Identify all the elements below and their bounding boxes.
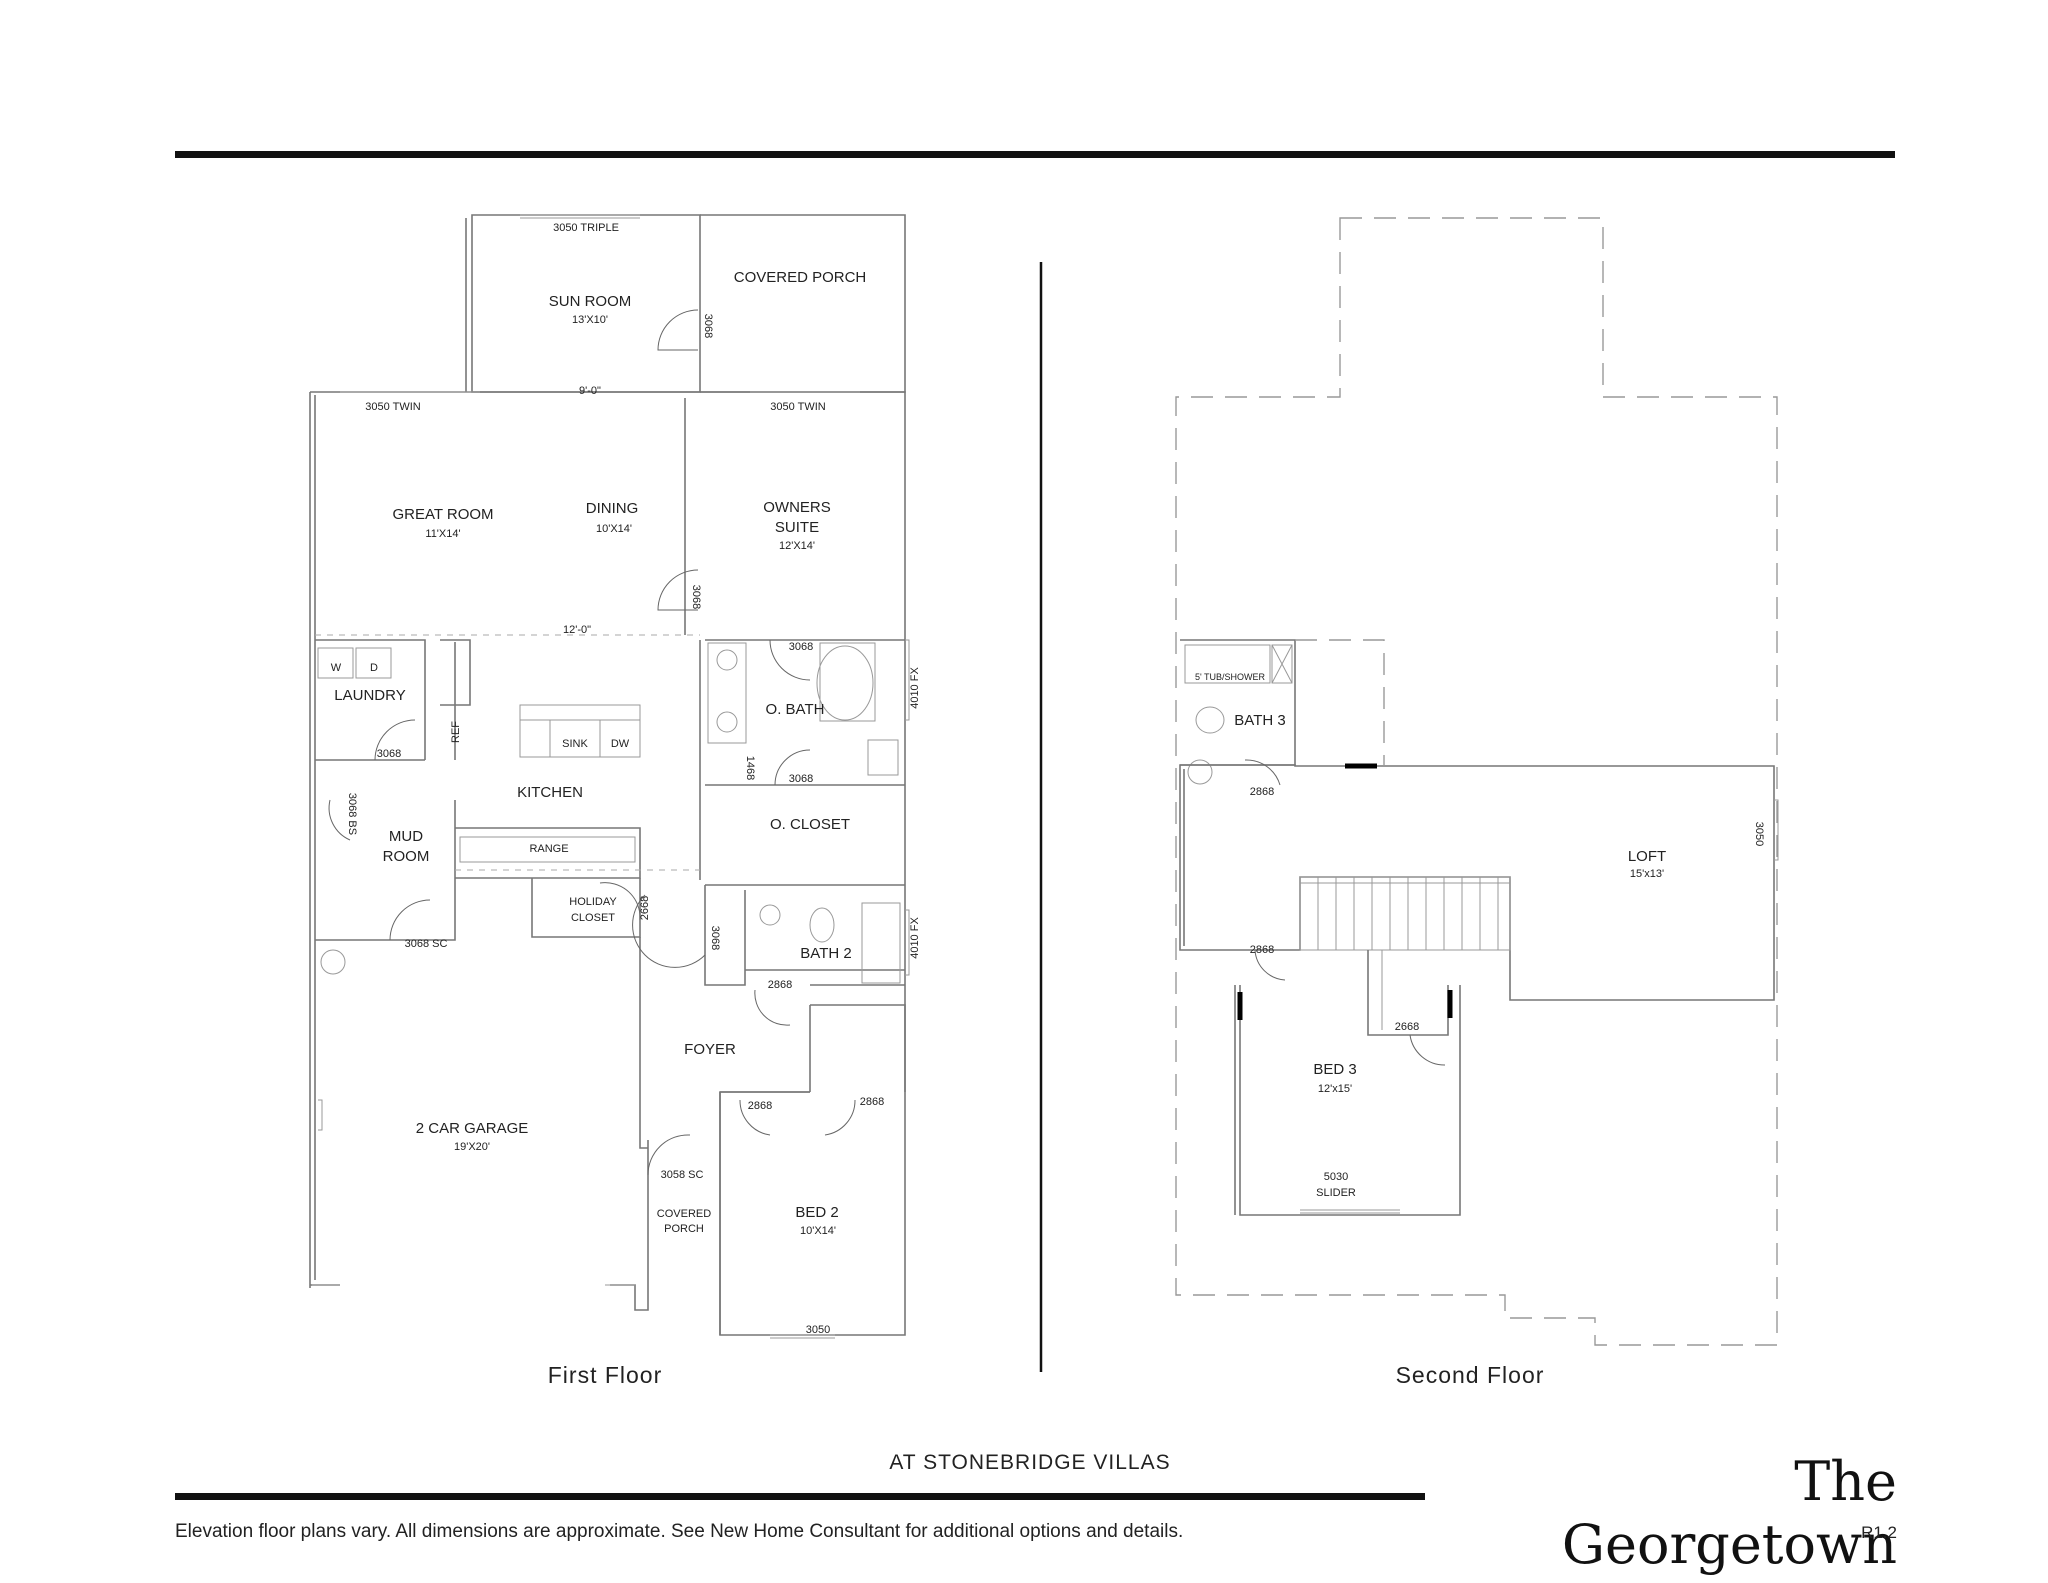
owners-closet-label: O. CLOSET <box>770 816 850 833</box>
bath-2-door-label: 2868 <box>768 979 792 991</box>
dining-label: DINING <box>586 500 639 517</box>
holiday-door-label: 2668 <box>639 896 651 920</box>
owners-door-label: 3068 <box>690 585 702 609</box>
slider-label-line2: SLIDER <box>1316 1187 1356 1199</box>
holiday-closet-label-line1: HOLIDAY <box>569 896 617 908</box>
bath-2-window-label: 4010 FX <box>909 917 921 959</box>
loft-window-label: 3050 <box>1753 822 1765 846</box>
owners-bath-window-label: 4010 FX <box>909 667 921 709</box>
bed-3-door-label: 2668 <box>1395 1021 1419 1033</box>
foyer-door-label: 3068 <box>709 926 721 950</box>
top-rule <box>175 151 1895 158</box>
bed-3-size: 12'x15' <box>1318 1083 1352 1095</box>
opening-9-label: 9'-0" <box>579 385 601 397</box>
owners-suite-label-line1: OWNERS <box>763 499 831 516</box>
opening-12-label: 12'-0" <box>563 624 591 636</box>
bottom-rule <box>175 1493 1425 1500</box>
bed-2-size: 10'X14' <box>800 1225 836 1237</box>
bed-2-door-right-label: 2868 <box>860 1096 884 1108</box>
owners-bath-door-label: 3068 <box>789 641 813 653</box>
sink-label: SINK <box>562 738 588 750</box>
range-label: RANGE <box>529 843 568 855</box>
twin-window-right-label: 3050 TWIN <box>770 401 825 413</box>
owners-suite-size: 12'X14' <box>779 540 815 552</box>
door-1468-label: 1468 <box>744 756 756 780</box>
owners-suite-label-line2: SUITE <box>775 519 819 536</box>
twin-window-left-label: 3050 TWIN <box>365 401 420 413</box>
first-floor-labels: 3050 TRIPLE SUN ROOM 13'X10' 3068 COVERE… <box>331 222 921 1336</box>
slider-label-line1: 5030 <box>1324 1171 1348 1183</box>
owners-bath-label: O. BATH <box>766 701 825 718</box>
front-door-label: 3058 SC <box>661 1169 704 1181</box>
sun-room-window-label: 3050 TRIPLE <box>553 222 619 234</box>
bed-3-label: BED 3 <box>1313 1061 1356 1078</box>
bed-2-door-left-label: 2868 <box>748 1100 772 1112</box>
bs-door-label: 3068 BS <box>346 793 358 835</box>
holiday-closet-label-line2: CLOSET <box>571 912 615 924</box>
second-floor-labels: 5' TUB/SHOWER BATH 3 2868 LOFT 15'x13' 3… <box>1195 672 1765 1199</box>
bath-3-door-label: 2868 <box>1250 786 1274 798</box>
second-floor-plan <box>1175 217 1779 1346</box>
community-name: AT STONEBRIDGE VILLAS <box>889 1451 1171 1474</box>
garage-size: 19'X20' <box>454 1141 490 1153</box>
garage-door-label: 3068 SC <box>405 938 448 950</box>
bath-2-label: BATH 2 <box>800 945 851 962</box>
front-covered-porch-label-line2: PORCH <box>664 1223 704 1235</box>
owners-closet-door-label: 3068 <box>789 773 813 785</box>
dw-label: DW <box>611 738 630 750</box>
great-room-label: GREAT ROOM <box>392 506 493 523</box>
dining-size: 10'X14' <box>596 523 632 535</box>
front-covered-porch-label-line1: COVERED <box>657 1208 711 1220</box>
bed-2-window-label: 3050 <box>806 1324 830 1336</box>
great-room-size: 11'X14' <box>425 528 460 540</box>
disclaimer-text: Elevation floor plans vary. All dimensio… <box>175 1521 1184 1542</box>
ref-label: REF <box>450 721 462 743</box>
dryer-label: D <box>370 662 378 674</box>
garage-label: 2 CAR GARAGE <box>416 1120 529 1137</box>
plan-name: The Georgetown <box>1561 1450 1897 1576</box>
second-floor-caption: Second Floor <box>1395 1362 1545 1388</box>
laundry-label: LAUNDRY <box>334 687 405 704</box>
first-floor-caption: First Floor <box>547 1362 663 1388</box>
sun-room-size: 13'X10' <box>572 314 608 326</box>
stair-door-label: 2868 <box>1250 944 1274 956</box>
mud-room-label-line2: ROOM <box>383 848 430 865</box>
sun-room-door-label: 3068 <box>702 314 714 338</box>
loft-label: LOFT <box>1628 848 1666 865</box>
washer-label: W <box>331 662 342 674</box>
laundry-door-label: 3068 <box>377 748 401 760</box>
tub-shower-label: 5' TUB/SHOWER <box>1195 672 1266 682</box>
first-floor-plan <box>309 214 910 1339</box>
sun-room-label: SUN ROOM <box>549 293 632 310</box>
bath-3-label: BATH 3 <box>1234 712 1285 729</box>
mud-room-label-line1: MUD <box>389 828 423 845</box>
bed-2-label: BED 2 <box>795 1204 838 1221</box>
revision-label: R1.2 <box>1861 1523 1897 1542</box>
rear-covered-porch-label: COVERED PORCH <box>734 269 867 286</box>
kitchen-label: KITCHEN <box>517 784 583 801</box>
loft-size: 15'x13' <box>1630 868 1664 880</box>
foyer-label: FOYER <box>684 1041 736 1058</box>
